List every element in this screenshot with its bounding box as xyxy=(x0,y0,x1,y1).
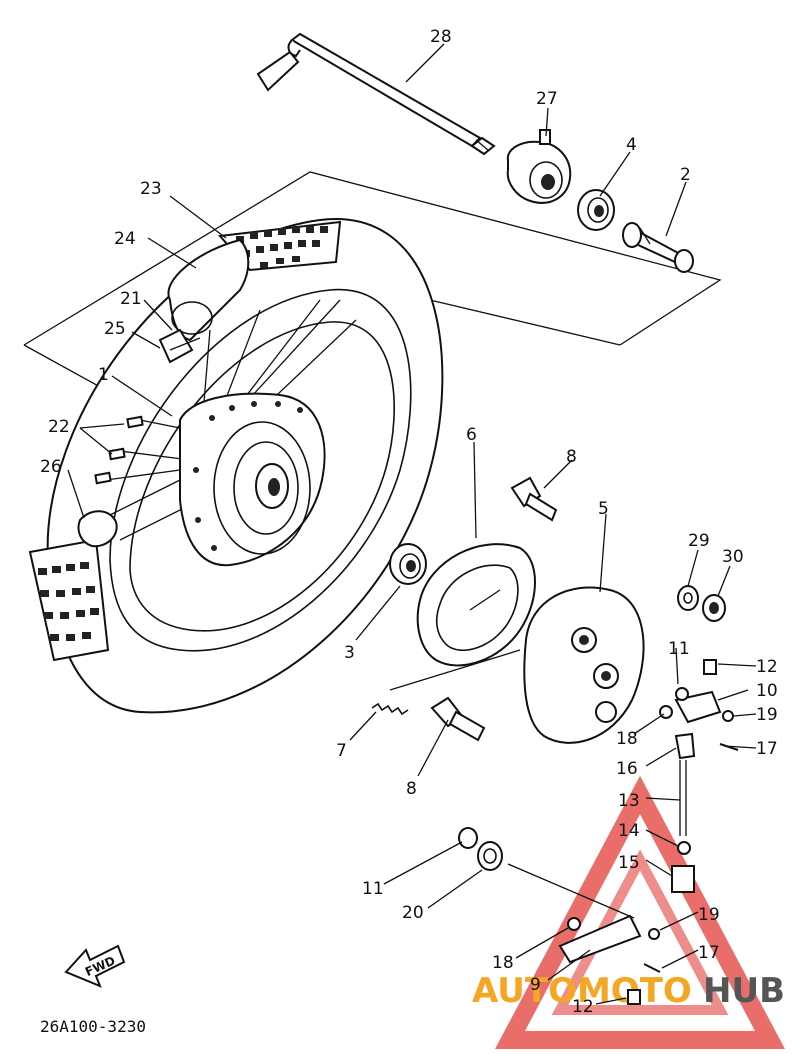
washer-part-11-lower xyxy=(458,827,478,849)
callout-19-upper: 19 xyxy=(756,705,778,725)
spring-part-7 xyxy=(371,702,409,716)
brake-lever-part-9 xyxy=(558,914,661,1005)
speedometer-gear-housing xyxy=(506,129,572,204)
callout-30: 30 xyxy=(722,547,744,567)
callout-4: 4 xyxy=(626,135,637,155)
rim-band-and-valve xyxy=(158,328,201,364)
callout-11-lower: 11 xyxy=(362,879,384,899)
callout-19-lower: 19 xyxy=(698,905,720,925)
leader-lines xyxy=(67,43,757,1005)
callout-7: 7 xyxy=(336,741,347,761)
callout-8-lower: 8 xyxy=(406,779,417,799)
watermark-word-a: AUTOMOTO xyxy=(472,971,692,1011)
spacer-collar-part-2 xyxy=(622,222,694,273)
callout-16: 16 xyxy=(616,759,638,779)
callout-15: 15 xyxy=(618,853,640,873)
brake-shoe-part-6 xyxy=(416,543,536,667)
brake-camshaft-part-8-upper xyxy=(510,476,558,522)
washer-part-29 xyxy=(677,585,699,611)
spoke-nipples-part-22 xyxy=(94,415,144,485)
nut-part-30 xyxy=(702,594,726,622)
callout-18-lower: 18 xyxy=(492,953,514,973)
catalog-code: 26A100-3230 xyxy=(40,1017,146,1036)
callout-9: 9 xyxy=(530,975,541,995)
callout-6: 6 xyxy=(466,425,477,445)
callout-17-upper: 17 xyxy=(756,739,778,759)
callout-5: 5 xyxy=(598,499,609,519)
cam-lever-assembly xyxy=(659,659,739,893)
callout-20: 20 xyxy=(402,903,424,923)
callout-8-upper: 8 xyxy=(566,447,577,467)
brake-panel-part-5 xyxy=(523,586,645,744)
callout-27: 27 xyxy=(536,89,558,109)
callout-29: 29 xyxy=(688,531,710,551)
callout-10: 10 xyxy=(756,681,778,701)
tire-tread-bottom xyxy=(28,538,110,662)
bearing-part-4 xyxy=(577,189,615,231)
callout-22: 22 xyxy=(48,417,70,437)
rim-valve-part-26 xyxy=(77,510,118,548)
callout-11-upper: 11 xyxy=(668,639,690,659)
callout-1: 1 xyxy=(98,365,109,385)
callout-2: 2 xyxy=(680,165,691,185)
callout-24: 24 xyxy=(114,229,136,249)
callout-18-upper: 18 xyxy=(616,729,638,749)
callout-23: 23 xyxy=(140,179,162,199)
brake-camshaft-part-8-lower xyxy=(430,696,486,742)
circlip-part-20 xyxy=(477,841,503,871)
callout-labels: 28 27 4 2 23 24 21 25 1 22 26 6 8 5 29 3… xyxy=(40,27,778,1017)
bearing-part-3 xyxy=(389,543,427,585)
axle-part xyxy=(256,32,496,156)
callout-28: 28 xyxy=(430,27,452,47)
callout-26: 26 xyxy=(40,457,62,477)
callout-13: 13 xyxy=(618,791,640,811)
watermark-word-b: HUB xyxy=(703,971,785,1011)
callout-12-upper: 12 xyxy=(756,657,778,677)
callout-25: 25 xyxy=(104,319,126,339)
callout-17-lower: 17 xyxy=(698,943,720,963)
callout-12-lower: 12 xyxy=(572,997,594,1017)
callout-21: 21 xyxy=(120,289,142,309)
callout-14: 14 xyxy=(618,821,640,841)
forward-direction-arrow: FWD xyxy=(64,944,126,988)
callout-3: 3 xyxy=(344,643,355,663)
wheel-hub-part-1 xyxy=(179,392,326,567)
